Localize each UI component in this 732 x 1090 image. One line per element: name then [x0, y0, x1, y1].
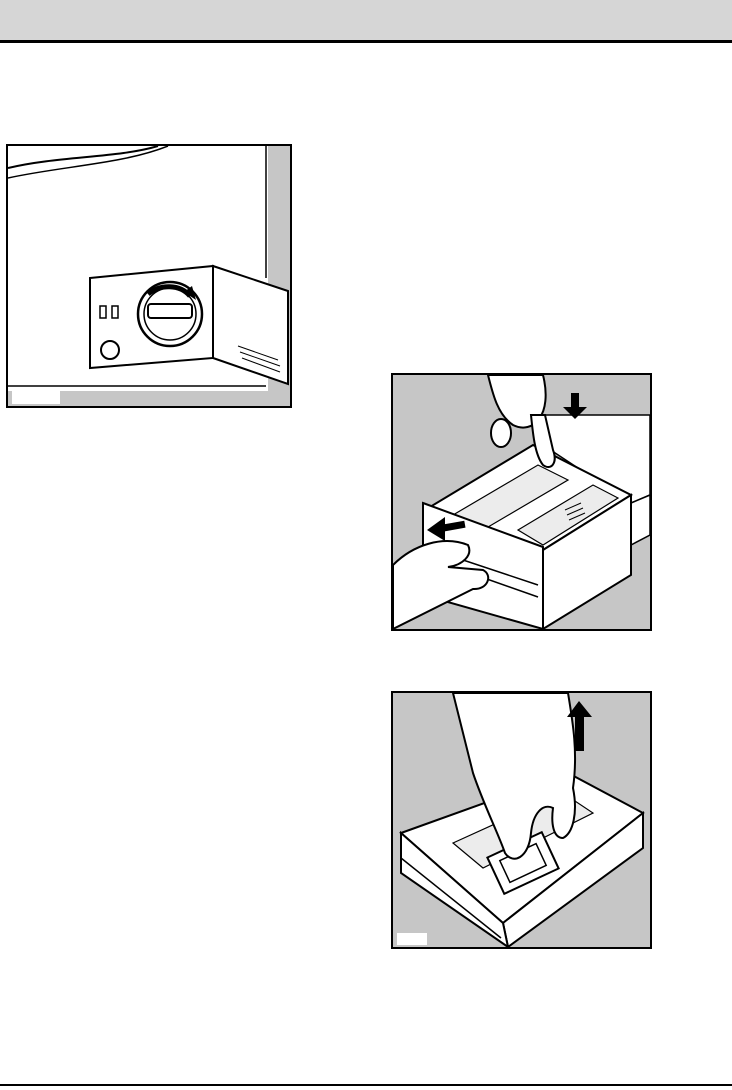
figure-pump-filter — [6, 144, 292, 408]
dispenser-drawer-illustration — [393, 375, 650, 629]
figure-pull-out-dispenser — [391, 373, 652, 631]
siphon-removal-illustration — [393, 693, 650, 947]
figure-lift-siphon — [391, 691, 652, 949]
footer-rule — [0, 1084, 732, 1086]
pump-filter-illustration — [8, 146, 290, 406]
header-bar — [0, 0, 732, 43]
